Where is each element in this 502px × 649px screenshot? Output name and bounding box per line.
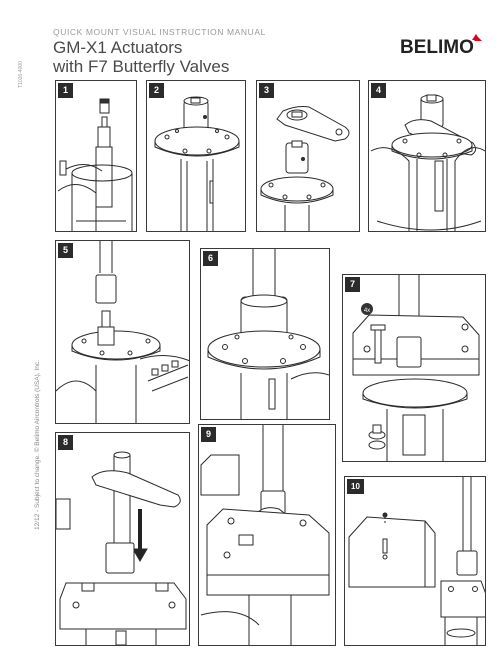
step-7-illustration: 4x [352, 275, 480, 461]
title-line-2: with F7 Butterfly Valves [53, 57, 230, 76]
step-7-callout-label: 4x [364, 308, 370, 314]
logo-mark-icon [472, 34, 482, 41]
step-8-panel: 8 [55, 432, 190, 646]
step-2-number: 2 [149, 83, 164, 98]
step-8-number: 8 [58, 435, 73, 450]
step-3-number: 3 [259, 83, 274, 98]
side-copyright-text: 12/12 - Subject to change. © Belimo Airc… [34, 360, 41, 530]
title-line-1: GM-X1 Actuators [53, 38, 183, 57]
step-1-panel: 1 [55, 80, 137, 232]
step-1-illustration [57, 98, 133, 231]
step-7-number: 7 [345, 277, 360, 292]
step-9-illustration [200, 425, 330, 645]
step-10-panel: 10 [344, 476, 486, 646]
doc-number: T1026-4000 [18, 61, 24, 88]
step-5-number: 5 [58, 243, 73, 258]
step-4-number: 4 [371, 83, 386, 98]
step-2-illustration [154, 96, 240, 231]
step-4-illustration [370, 94, 485, 231]
subtitle: QUICK MOUNT VISUAL INSTRUCTION MANUAL [53, 27, 266, 37]
step-8-illustration [56, 451, 187, 645]
step-9-panel: 9 [198, 424, 336, 646]
step-1-number: 1 [58, 83, 73, 98]
brand-text: BELIMO [400, 37, 474, 58]
step-7-panel: 7 4x [342, 274, 486, 462]
step-3-panel: 3 [256, 80, 360, 232]
step-3-illustration [260, 106, 350, 231]
step-2-panel: 2 [146, 80, 246, 232]
belimo-logo: BELIMO [400, 34, 482, 58]
step-10-number: 10 [347, 479, 364, 494]
step-4-panel: 4 [368, 80, 486, 232]
step-5-illustration [56, 241, 189, 423]
step-6-panel: 6 [200, 248, 330, 420]
page-title: GM-X1 Actuators with F7 Butterfly Valves [53, 38, 229, 76]
step-6-illustration [207, 249, 329, 419]
step-5-panel: 5 [55, 240, 190, 424]
step-9-number: 9 [201, 427, 216, 442]
step-6-number: 6 [203, 251, 218, 266]
step-10-illustration [348, 477, 485, 645]
